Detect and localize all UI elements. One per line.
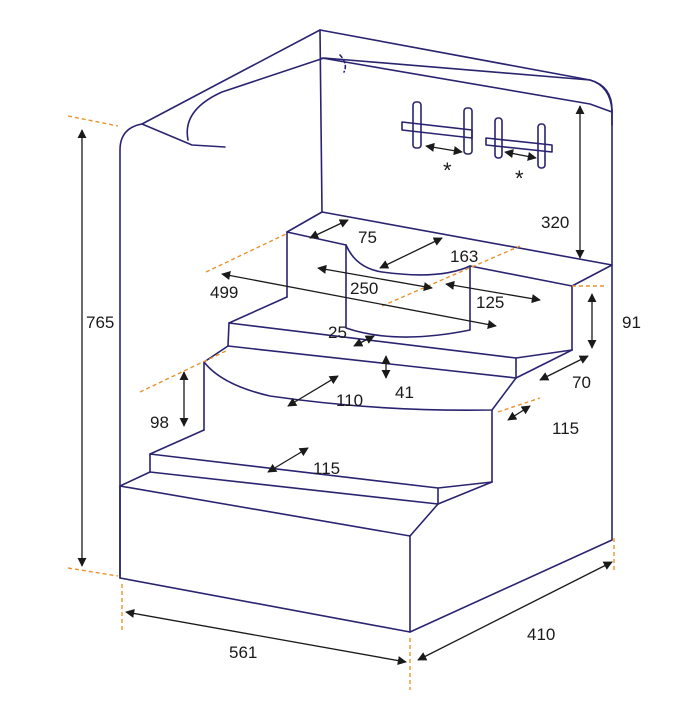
label-top-width: 499 <box>210 283 238 302</box>
label-side-tread: 115 <box>552 419 579 438</box>
handrail-brackets <box>401 101 553 169</box>
label-recess-length: 250 <box>350 279 378 298</box>
asterisk-marker-left: * <box>443 158 452 183</box>
label-side-height: 91 <box>622 313 641 332</box>
extension-lines <box>67 115 615 690</box>
label-front-width: 561 <box>229 643 257 662</box>
cabinet-outline <box>119 29 613 633</box>
label-top-recess-width: 163 <box>450 247 478 266</box>
label-riser-height: 98 <box>150 413 169 432</box>
dimension-labels: 765 561 410 320 75 163 499 250 125 91 25… <box>86 158 641 662</box>
label-depth: 410 <box>527 625 555 644</box>
label-side-offset: 70 <box>572 373 591 392</box>
label-top-step-depth: 75 <box>358 228 377 247</box>
label-tread-lip: 25 <box>328 323 347 342</box>
label-curve-depth: 110 <box>336 391 363 410</box>
label-bottom-tread: 115 <box>313 459 340 478</box>
label-overall-height: 765 <box>86 313 114 332</box>
steps <box>119 296 573 633</box>
label-rail-height: 320 <box>541 213 569 232</box>
dimension-lines <box>77 105 613 666</box>
label-riser-small: 41 <box>395 383 414 402</box>
label-top-right-depth: 125 <box>476 293 504 312</box>
asterisk-marker-right: * <box>515 166 524 191</box>
